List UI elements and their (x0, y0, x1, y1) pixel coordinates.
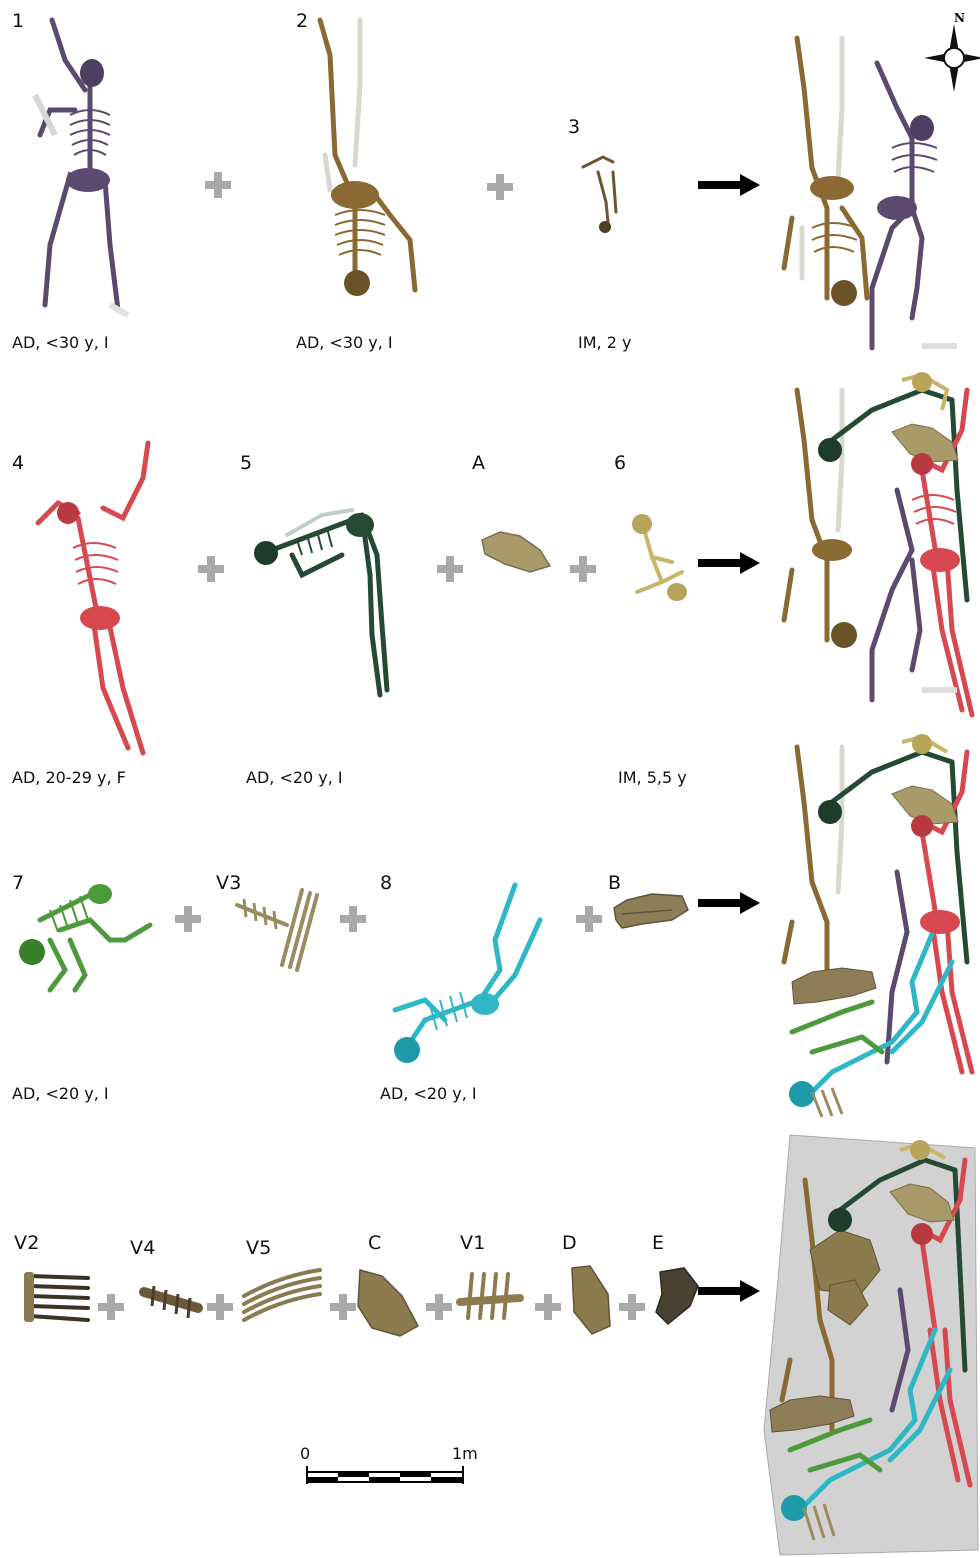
vertebrae-ribs-figure (232, 885, 324, 975)
compass-north-label: N (954, 11, 965, 25)
arrow-right-icon (698, 552, 760, 574)
bone-fragment-figure (650, 1266, 702, 1328)
bone-group-label: V5 (246, 1237, 272, 1259)
vertebrae-figure (140, 1282, 202, 1320)
combined-burial-final (760, 1130, 980, 1558)
individual-caption: IM, 5,5 y (618, 768, 687, 787)
ribs-figure (240, 1266, 326, 1324)
plus-sign (570, 556, 596, 582)
plus-sign (437, 556, 463, 582)
skeleton-figure-7 (10, 880, 160, 998)
plus-sign (619, 1294, 645, 1320)
plus-sign (175, 906, 201, 932)
bone-group-label: V2 (14, 1232, 40, 1254)
plus-sign (487, 174, 513, 200)
bone-group-label: E (652, 1232, 664, 1254)
bone-group-label: C (368, 1232, 381, 1254)
skeleton-figure-4 (18, 438, 158, 768)
individual-caption: AD, <30 y, I (296, 333, 393, 352)
skeleton-figure-8 (385, 880, 560, 1070)
plus-sign (198, 556, 224, 582)
individual-label: 6 (614, 452, 626, 474)
individual-label: A (472, 452, 485, 474)
arrow-right-icon (698, 174, 760, 196)
bone-group-label: V1 (460, 1232, 486, 1254)
arrow-right-icon (698, 892, 760, 914)
combined-burial-stage-3 (772, 732, 980, 1120)
skeleton-figure-3 (578, 152, 628, 234)
plus-sign (205, 172, 231, 198)
animal-skull-figure (612, 888, 692, 938)
scale-bar-start-label: 0 (300, 1444, 310, 1463)
plus-sign (426, 1294, 452, 1320)
individual-caption: AD, <20 y, I (380, 1084, 477, 1103)
plus-sign (98, 1294, 124, 1320)
plus-sign (576, 906, 602, 932)
plus-sign (535, 1294, 561, 1320)
skeleton-figure-5 (252, 495, 407, 705)
vertebrae-ribs-figure (20, 1268, 92, 1330)
bone-fragment-figure (566, 1264, 614, 1336)
skeleton-figure-1 (30, 15, 130, 325)
individual-caption: AD, 20-29 y, F (12, 768, 126, 787)
arrow-right-icon (698, 1280, 760, 1302)
individual-label: 5 (240, 452, 252, 474)
animal-skull-figure (480, 528, 552, 576)
plus-sign (340, 906, 366, 932)
individual-caption: AD, <20 y, I (12, 1084, 109, 1103)
animal-skull-figure (352, 1266, 424, 1340)
individual-caption: AD, <20 y, I (246, 768, 343, 787)
individual-label: 1 (12, 10, 24, 32)
individual-caption: IM, 2 y (578, 333, 631, 352)
individual-caption: AD, <30 y, I (12, 333, 109, 352)
scale-bar-end-label: 1m (452, 1444, 478, 1463)
skeleton-figure-2 (305, 15, 435, 305)
individual-label: 3 (568, 116, 580, 138)
scale-bar (306, 1466, 466, 1486)
combined-burial-stage-1 (772, 28, 972, 362)
bone-group-label: V4 (130, 1237, 156, 1259)
vertebrae-figure (458, 1270, 522, 1322)
combined-burial-stage-2 (772, 370, 980, 722)
plus-sign (207, 1294, 233, 1320)
skeleton-figure-6 (622, 512, 694, 608)
bone-group-label: D (562, 1232, 577, 1254)
